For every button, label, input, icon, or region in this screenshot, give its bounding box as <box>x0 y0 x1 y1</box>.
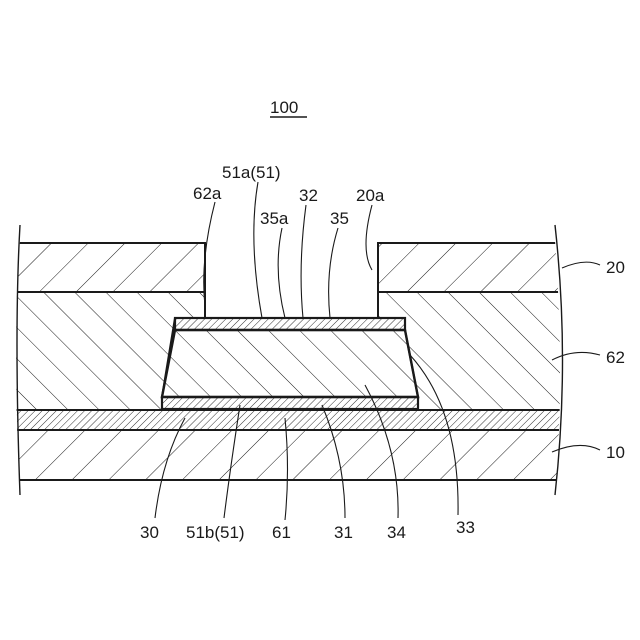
label-32: 32 <box>299 186 318 205</box>
label-31: 31 <box>334 523 353 542</box>
electrode-51b <box>162 397 418 409</box>
label-61: 61 <box>272 523 291 542</box>
label-33: 33 <box>456 518 475 537</box>
label-20: 20 <box>606 258 625 277</box>
label-62: 62 <box>606 348 625 367</box>
layer-20-right <box>378 243 640 292</box>
label-10: 10 <box>606 443 625 462</box>
label-35a: 35a <box>260 209 289 228</box>
ref-number-100: 100 <box>270 98 298 117</box>
label-30: 30 <box>140 523 159 542</box>
label-20a: 20a <box>356 186 385 205</box>
electrode-51a <box>175 318 405 330</box>
label-35: 35 <box>330 209 349 228</box>
layer-20-left <box>0 243 205 292</box>
label-34: 34 <box>387 523 406 542</box>
label-62a: 62a <box>193 184 222 203</box>
substrate-10 <box>0 430 640 480</box>
component-30 <box>162 330 418 397</box>
label-51b: 51b(51) <box>186 523 245 542</box>
label-51a: 51a(51) <box>222 163 281 182</box>
layer-61 <box>0 410 640 430</box>
